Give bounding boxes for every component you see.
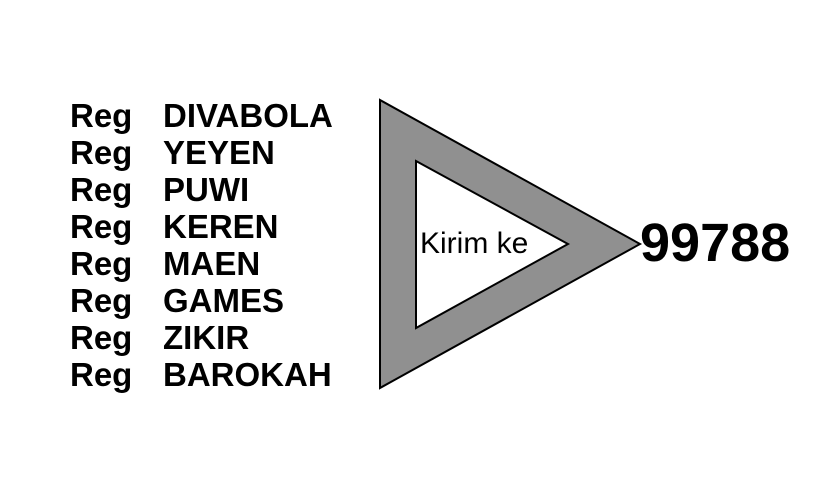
keyword-name: MAEN: [163, 245, 261, 282]
keyword-name: YEYEN: [163, 134, 275, 171]
keyword-name: BAROKAH: [163, 356, 332, 393]
keyword-row: Reg ZIKIR: [70, 319, 333, 356]
keyword-row: Reg PUWI: [70, 171, 333, 208]
keyword-name: PUWI: [163, 171, 250, 208]
keyword-name: DIVABOLA: [163, 97, 333, 134]
keyword-name: KEREN: [163, 208, 279, 245]
keyword-prefix: Reg: [70, 282, 133, 319]
keyword-name: GAMES: [163, 282, 285, 319]
send-to-label: Kirim ke: [420, 227, 529, 260]
keyword-prefix: Reg: [70, 97, 133, 134]
keyword-prefix: Reg: [70, 356, 133, 393]
keyword-prefix: Reg: [70, 134, 133, 171]
arrow-inner-triangle: [415, 159, 571, 330]
keyword-name: ZIKIR: [163, 319, 250, 356]
keyword-prefix: Reg: [70, 171, 133, 208]
keyword-row: Reg DIVABOLA: [70, 97, 333, 134]
keyword-row: Reg YEYEN: [70, 134, 333, 171]
short-code-number: 99788: [640, 213, 791, 273]
keyword-row: Reg BAROKAH: [70, 356, 333, 393]
keyword-row: Reg GAMES: [70, 282, 333, 319]
keyword-prefix: Reg: [70, 208, 133, 245]
keyword-prefix: Reg: [70, 319, 133, 356]
keyword-prefix: Reg: [70, 245, 133, 282]
keyword-row: Reg KEREN: [70, 208, 333, 245]
keyword-row: Reg MAEN: [70, 245, 333, 282]
